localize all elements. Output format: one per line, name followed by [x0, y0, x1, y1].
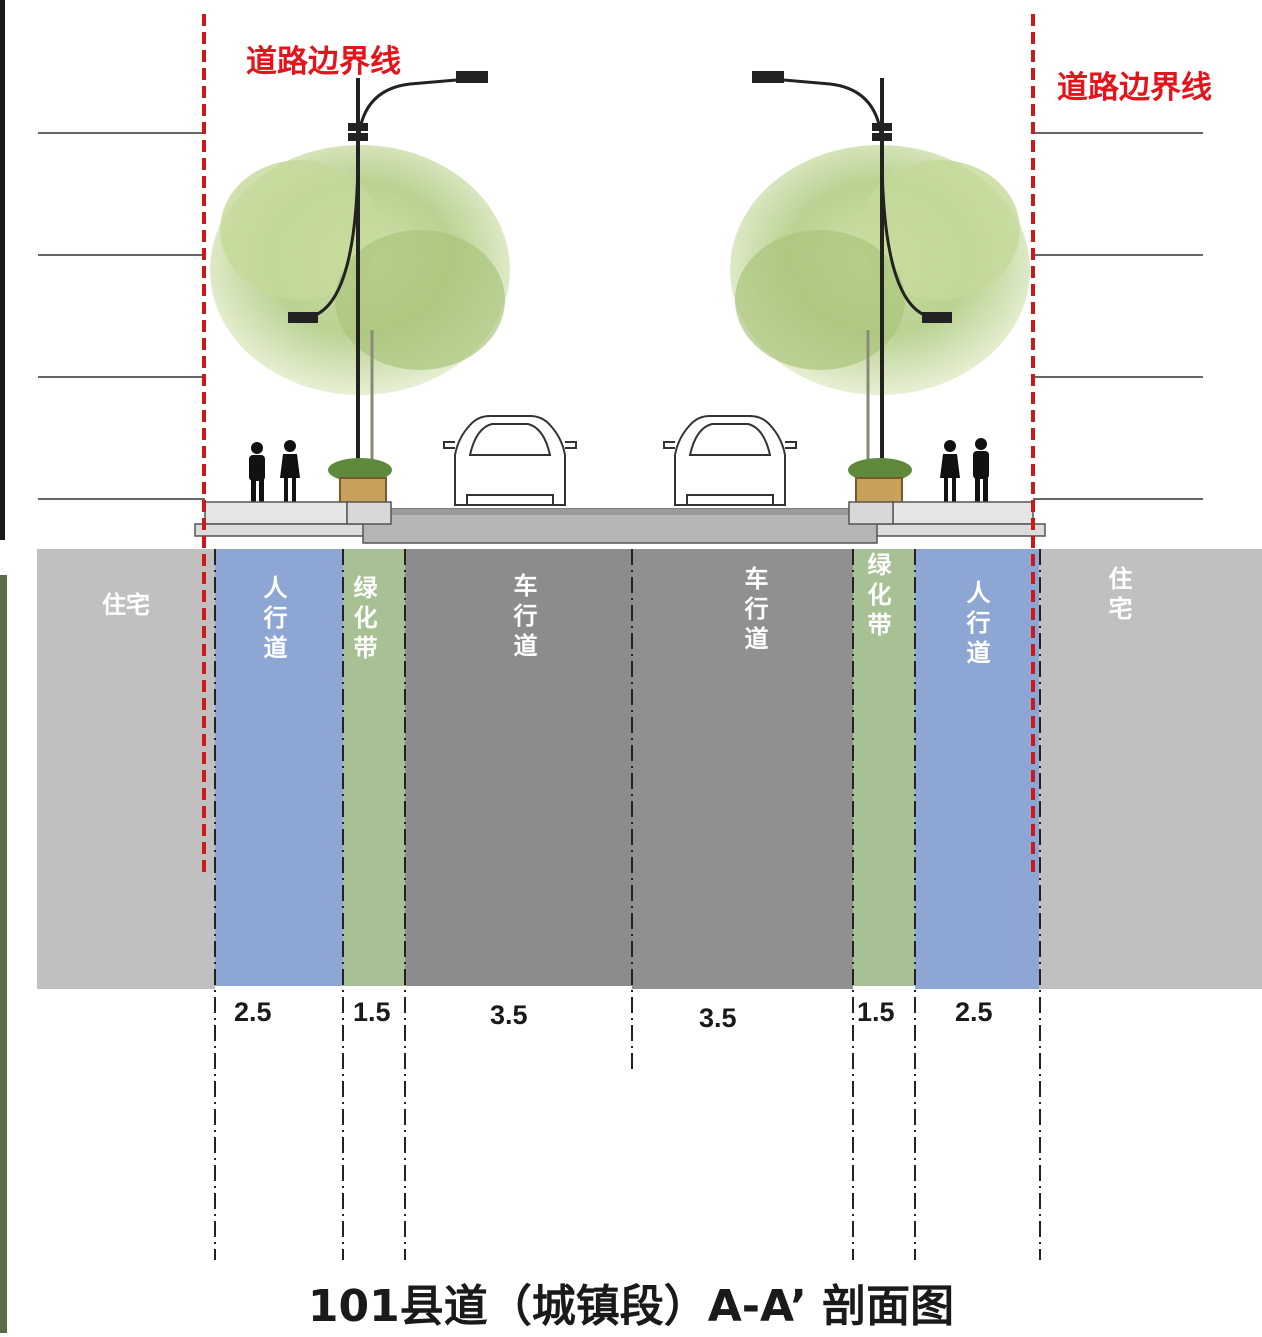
dimension-dividers [214, 549, 1041, 1260]
building-floor-lines [38, 132, 1203, 500]
band-lane-1 [405, 549, 632, 986]
band-left-green [343, 549, 405, 986]
ground-profile [194, 501, 1046, 544]
band-right-sidewalk [915, 549, 1039, 989]
left-boundary-label: 道路边界线 [246, 44, 401, 80]
zone-label-right-sidewalk: 人行道 [962, 580, 990, 670]
left-edge-strip [0, 0, 5, 540]
band-left-sidewalk [215, 549, 343, 986]
zone-label-right-residence: 住宅 [1104, 566, 1132, 626]
dim-right-sidewalk: 2.5 [955, 997, 993, 1027]
right-planter [848, 458, 912, 507]
figure-title: 101县道（城镇段）A-A’ 剖面图 [307, 1281, 955, 1332]
zone-label-left-green: 绿化带 [349, 575, 377, 665]
zone-label-lane-2: 车行道 [740, 566, 768, 656]
right-pedestrians [940, 438, 989, 502]
dim-lane-1: 3.5 [490, 1000, 528, 1030]
dim-lane-2: 3.5 [699, 1003, 737, 1033]
left-planter [328, 458, 392, 507]
right-car [663, 415, 797, 506]
band-lane-2 [632, 549, 853, 989]
zone-label-left-sidewalk: 人行道 [259, 575, 287, 665]
left-lamp-post [288, 71, 488, 515]
dim-left-green: 1.5 [353, 997, 391, 1027]
section-bands [37, 549, 1262, 989]
left-tree [210, 145, 510, 470]
band-left-residence [37, 549, 215, 989]
zone-label-lane-1: 车行道 [509, 573, 537, 663]
band-right-green [853, 549, 915, 986]
zone-label-right-green: 绿化带 [863, 552, 891, 642]
zone-label-left-residence: 住宅 [102, 591, 150, 619]
left-pedestrians [249, 440, 300, 502]
left-edge-photo-strip [0, 575, 7, 1333]
dim-right-green: 1.5 [857, 997, 895, 1027]
right-boundary-label: 道路边界线 [1057, 70, 1212, 106]
band-right-residence [1039, 549, 1262, 989]
dim-left-sidewalk: 2.5 [234, 997, 272, 1027]
right-lamp-post [752, 71, 952, 515]
left-car [443, 415, 577, 506]
